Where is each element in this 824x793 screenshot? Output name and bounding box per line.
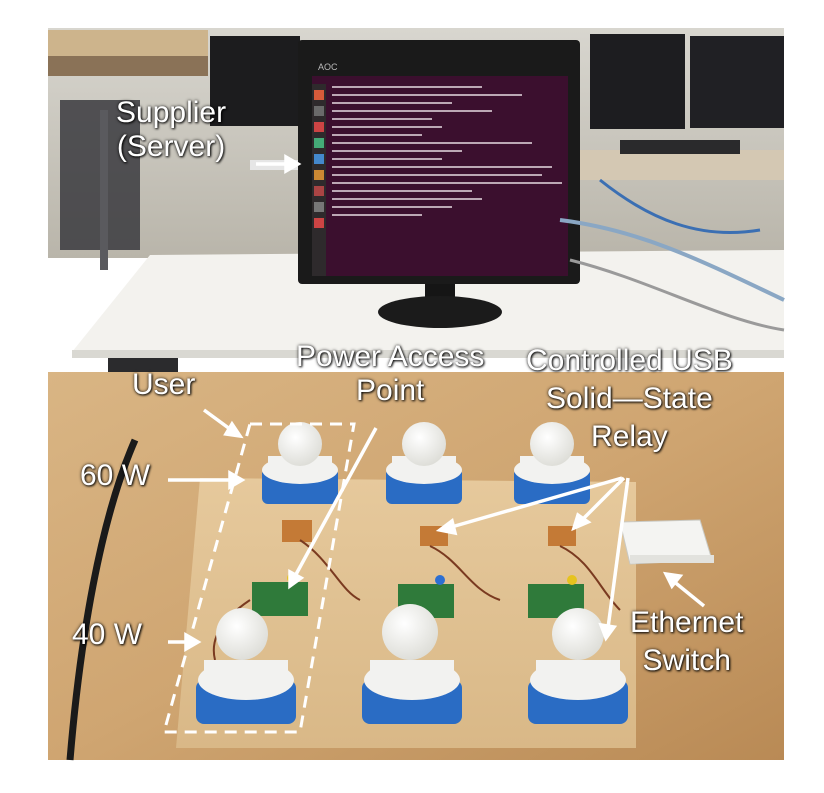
label-supplier-line2: (Server): [116, 130, 226, 163]
white-table-edge: [72, 350, 784, 358]
label-supplier-line1: Supplier: [116, 96, 227, 129]
launcher-icons: [314, 90, 324, 228]
socket-bulb-top-2: [386, 422, 462, 504]
back-desk-left-front: [48, 56, 208, 76]
socket-bulb-top-3: [514, 422, 590, 504]
back-desk-right: [560, 150, 784, 180]
board-wires: [212, 539, 621, 661]
label-ethernet-switch: Ethernet Switch: [630, 606, 743, 678]
label-controlled-usb-line2: Solid—State: [546, 382, 713, 415]
socket-bulb-bottom-2: [362, 604, 462, 724]
ethernet-switch-device: [619, 519, 714, 565]
label-ethernet-line1: Ethernet: [630, 606, 744, 639]
monitor-brand-logo: AOC: [318, 62, 338, 72]
label-ethernet-line2: Switch: [642, 644, 731, 677]
socket-bulb-top-1: [262, 422, 338, 504]
back-desk-left: [48, 30, 208, 56]
terminal-text-lines: [332, 86, 562, 216]
label-user: User: [132, 368, 196, 401]
monitor-base: [378, 296, 502, 328]
back-monitor-right2: [690, 36, 784, 128]
back-monitor-left: [210, 36, 300, 126]
back-monitor-right1: [590, 34, 685, 129]
black-cable: [66, 438, 139, 761]
socket-bulb-bottom-3: [528, 608, 628, 724]
label-controlled-usb-relay: Controlled USB Solid—State Relay: [526, 344, 733, 454]
label-controlled-usb-line3: Relay: [591, 420, 668, 453]
cable-bundle: [559, 218, 785, 302]
label-power-access-point-line1: Power Access: [296, 340, 485, 373]
chair-leg: [100, 110, 108, 270]
label-40w: 40 W: [72, 618, 143, 651]
label-controlled-usb-line1: Controlled USB: [526, 344, 733, 377]
annotation-arrows: [168, 153, 706, 653]
label-60w: 60 W: [80, 459, 151, 492]
label-power-access-point-line2: Point: [356, 374, 425, 407]
cable-bundle-3: [599, 178, 761, 234]
cable-bundle-2: [569, 258, 785, 332]
label-supplier: Supplier (Server): [116, 96, 226, 164]
keyboard-right: [620, 140, 740, 154]
label-power-access-point: Power Access Point: [296, 340, 484, 408]
user-dashed-outline: [162, 422, 356, 734]
socket-bulb-bottom-1: [196, 608, 296, 724]
